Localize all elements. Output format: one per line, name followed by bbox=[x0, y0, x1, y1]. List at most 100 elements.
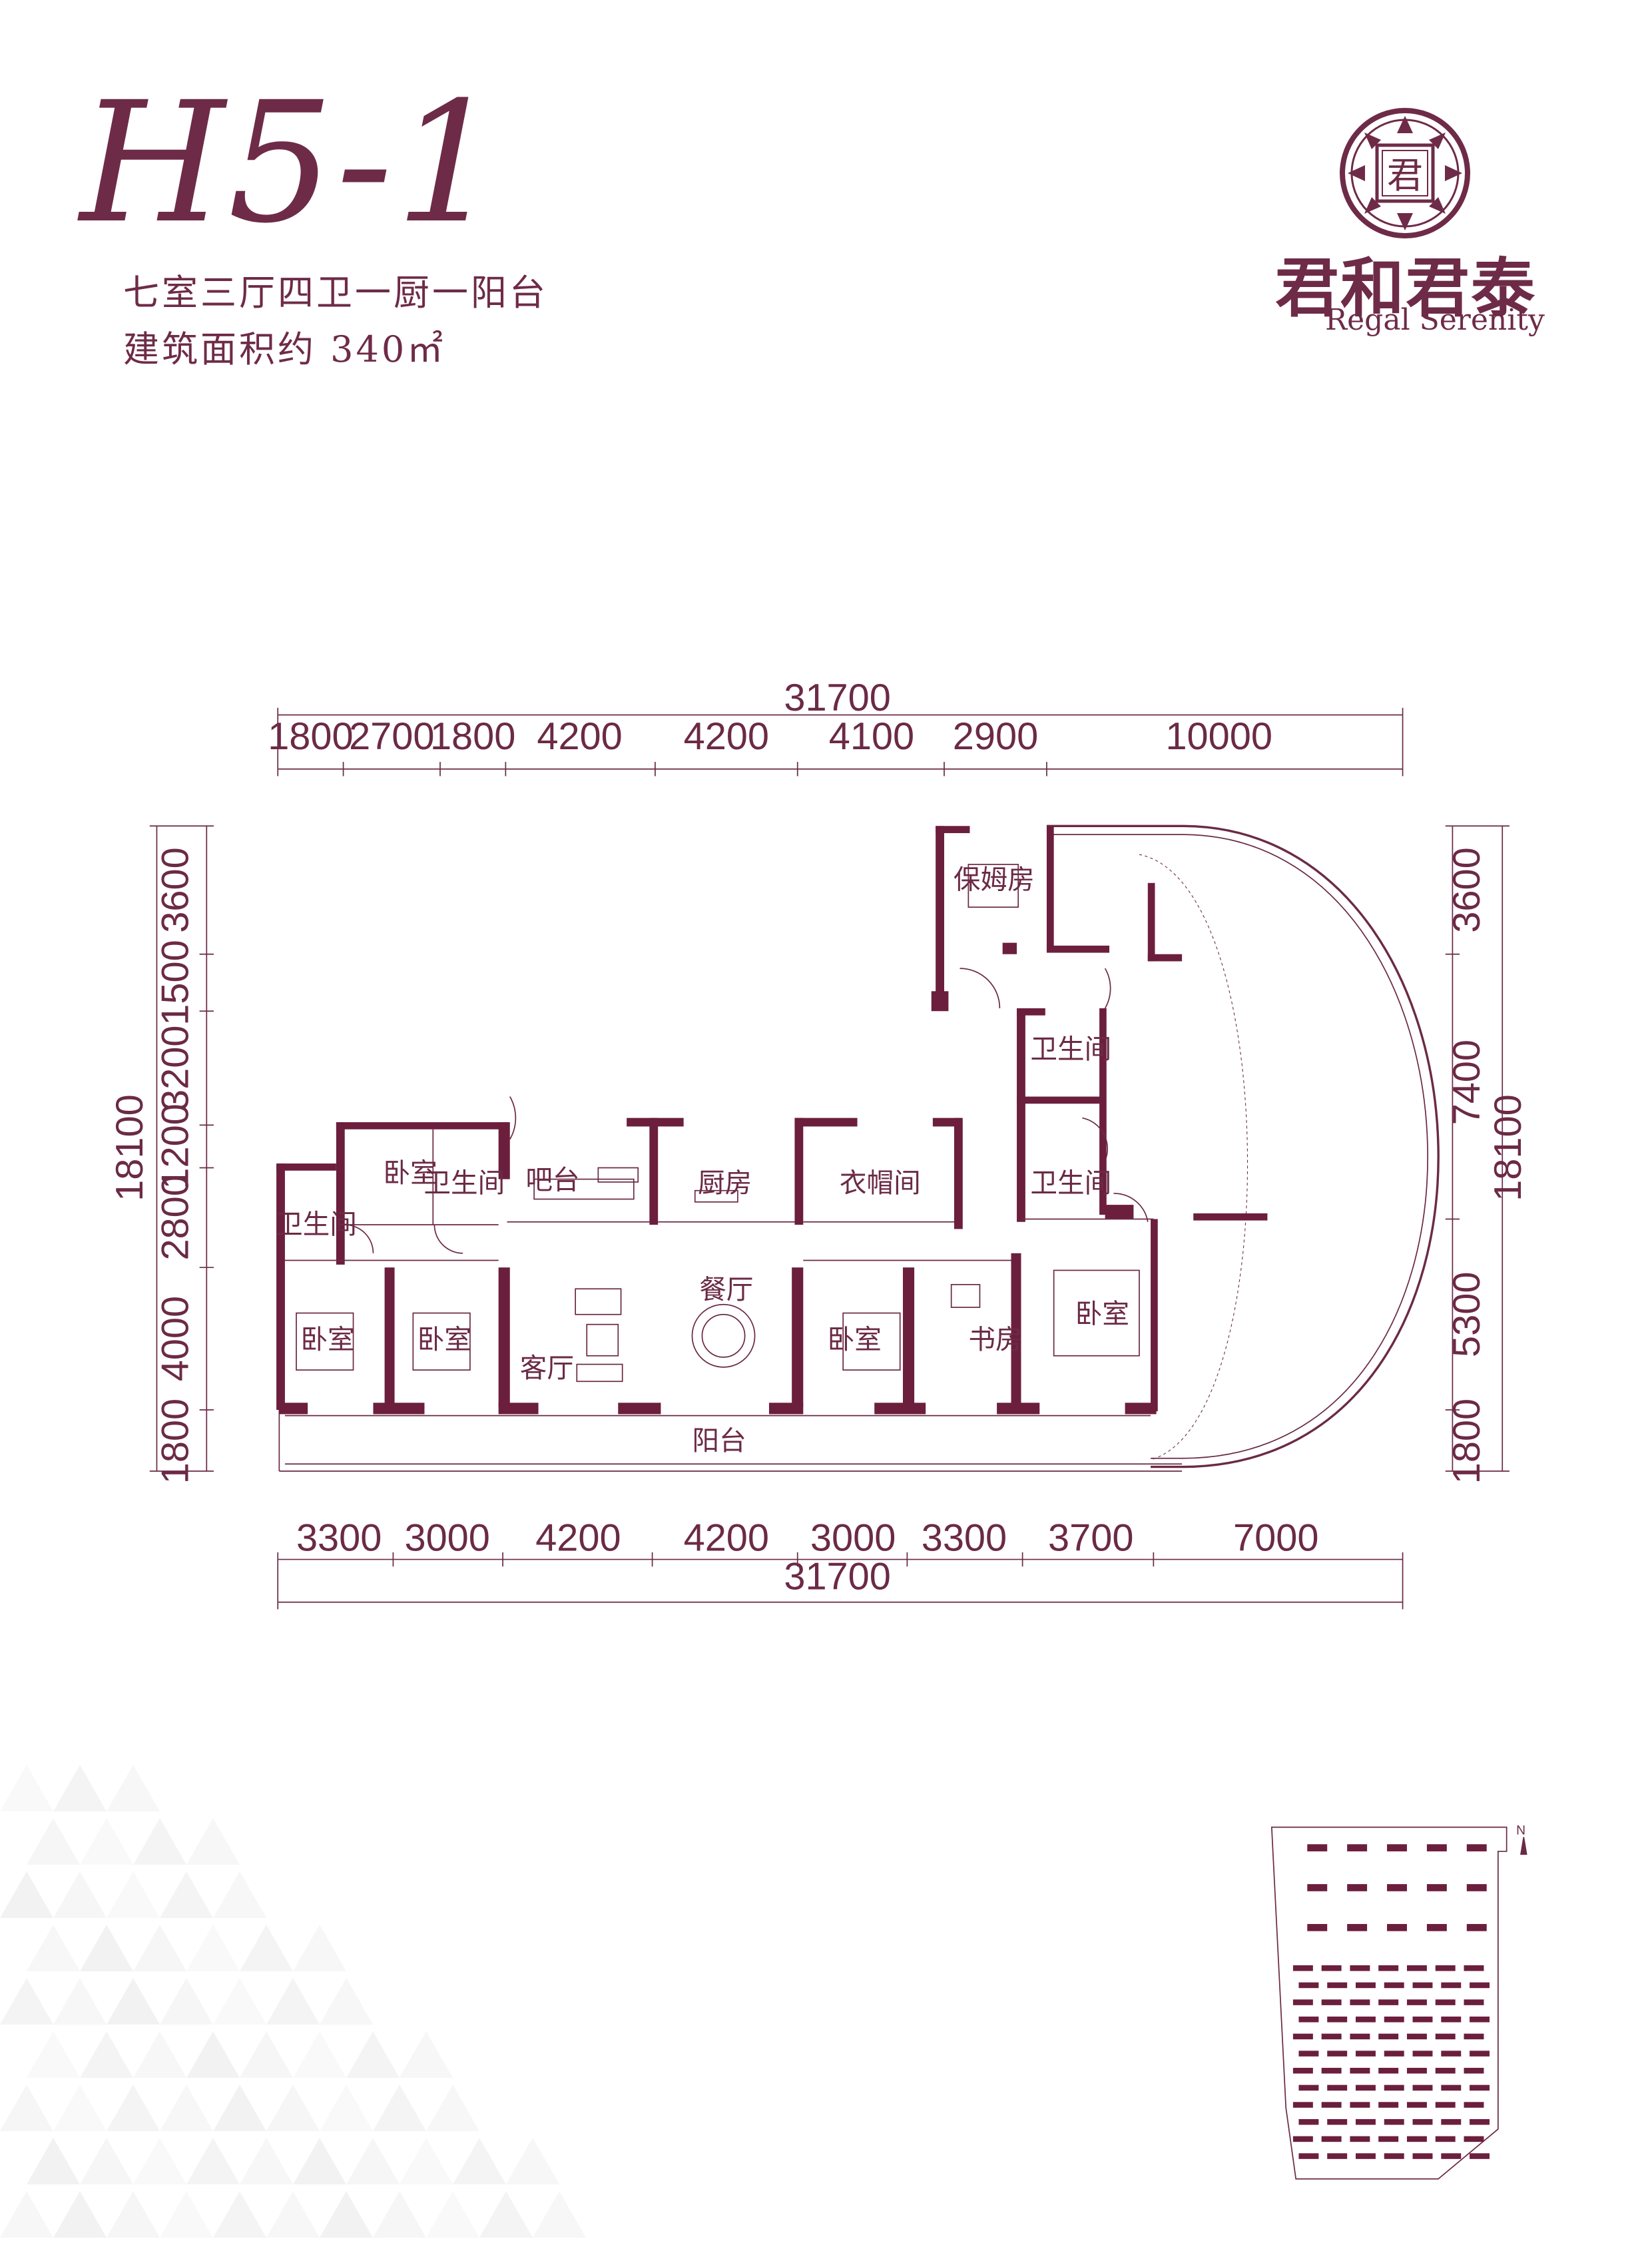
decorative-triangle bbox=[0, 1765, 53, 1811]
key-plan-building bbox=[1298, 2084, 1319, 2091]
decorative-triangle bbox=[426, 2084, 479, 2131]
room-label-bedroom: 卧室 bbox=[300, 1323, 354, 1355]
decorative-triangle bbox=[453, 2138, 506, 2184]
key-plan-building bbox=[1441, 2084, 1462, 2091]
left-dimension: 1500 bbox=[154, 940, 196, 1025]
decorative-triangle bbox=[107, 2191, 160, 2238]
brand-name-en: Regal Serenity bbox=[1325, 303, 1545, 337]
decorative-triangle bbox=[186, 1925, 240, 1971]
room-label-nanny: 保姆房 bbox=[954, 863, 1035, 895]
decorative-triangle bbox=[0, 2084, 53, 2131]
decorative-triangle bbox=[80, 2138, 133, 2184]
key-plan-building bbox=[1387, 1884, 1407, 1891]
bottom-dimension: 3300 bbox=[922, 1517, 1007, 1560]
key-plan-building bbox=[1378, 2102, 1399, 2108]
key-plan-building bbox=[1441, 2016, 1462, 2023]
decorative-triangle bbox=[133, 2138, 186, 2184]
decorative-triangle bbox=[346, 2138, 400, 2184]
key-plan-building bbox=[1406, 1999, 1427, 2005]
decorative-triangle bbox=[213, 1978, 266, 2025]
room-label-bar: 吧台 bbox=[525, 1164, 579, 1196]
left-dimension: 1800 bbox=[154, 1399, 196, 1484]
decorative-triangle bbox=[240, 2031, 293, 2078]
key-plan-building bbox=[1292, 2067, 1313, 2074]
room-label-dining: 餐厅 bbox=[699, 1273, 753, 1305]
key-plan-building bbox=[1470, 2084, 1490, 2091]
room-label-bedroom: 卧室 bbox=[828, 1323, 882, 1355]
key-plan-building bbox=[1464, 2067, 1484, 2074]
bottom-dimension: 3000 bbox=[810, 1517, 896, 1560]
key-plan-building bbox=[1464, 1965, 1484, 1971]
key-plan-building bbox=[1350, 2136, 1370, 2142]
decorative-triangle bbox=[107, 1765, 160, 1811]
decorative-triangle bbox=[107, 2084, 160, 2131]
decorative-triangle bbox=[266, 1978, 320, 2025]
key-plan-building bbox=[1441, 2153, 1462, 2159]
key-plan-building bbox=[1327, 2153, 1348, 2159]
key-plan-building bbox=[1298, 1982, 1319, 1989]
bottom-dimension-chain bbox=[277, 1552, 1404, 1610]
left-dimension: 3200 bbox=[154, 1026, 196, 1111]
key-plan-building bbox=[1464, 2136, 1484, 2142]
decorative-triangle bbox=[373, 2191, 426, 2238]
bottom-dimension: 4200 bbox=[684, 1517, 769, 1560]
left-dimension: 3600 bbox=[154, 847, 196, 932]
seal-character: 君 bbox=[1387, 155, 1423, 196]
key-plan-building bbox=[1441, 2118, 1462, 2125]
key-plan-building bbox=[1298, 2051, 1319, 2057]
key-plan-building bbox=[1292, 2102, 1313, 2108]
key-plan-building bbox=[1387, 1844, 1407, 1851]
bottom-dimension: 3000 bbox=[404, 1517, 489, 1560]
key-plan-building bbox=[1466, 1884, 1487, 1891]
unit-title: H5-1 bbox=[80, 66, 504, 260]
key-plan-building bbox=[1321, 2136, 1342, 2142]
decorative-triangle bbox=[400, 2138, 453, 2184]
key-plan-building bbox=[1350, 2033, 1370, 2040]
walls bbox=[276, 826, 1268, 1415]
decorative-triangle bbox=[293, 1925, 346, 1971]
room-label-closet: 衣帽间 bbox=[840, 1167, 921, 1199]
key-plan-building bbox=[1347, 1923, 1368, 1931]
key-plan-building bbox=[1327, 2016, 1348, 2023]
key-plan-building bbox=[1307, 1923, 1328, 1931]
key-plan-building bbox=[1355, 2153, 1376, 2159]
right-dimension: 7400 bbox=[1446, 1040, 1488, 1125]
key-plan-building bbox=[1466, 1844, 1487, 1851]
decorative-triangle bbox=[0, 2191, 53, 2238]
decorative-triangle bbox=[240, 1925, 293, 1971]
key-plan-building bbox=[1384, 2118, 1404, 2125]
key-plan-building bbox=[1412, 2051, 1433, 2057]
room-label-bedroom: 卧室 bbox=[1075, 1298, 1129, 1330]
decorative-triangle bbox=[27, 1925, 80, 1971]
key-plan-building bbox=[1435, 2033, 1456, 2040]
key-plan-building bbox=[1406, 2136, 1427, 2142]
left-dimension: 4000 bbox=[154, 1296, 196, 1381]
decorative-triangle bbox=[320, 2191, 373, 2238]
top-dimension: 2700 bbox=[349, 715, 434, 758]
key-plan-building bbox=[1470, 2016, 1490, 2023]
key-plan-building bbox=[1350, 2102, 1370, 2108]
brand-name-cn: 君和君泰 bbox=[1275, 250, 1536, 326]
key-plan-building bbox=[1298, 2153, 1319, 2159]
key-plan-building bbox=[1378, 2033, 1399, 2040]
key-plan-building bbox=[1321, 2033, 1342, 2040]
area-description: 建筑面积约 340㎡ bbox=[123, 328, 446, 370]
key-plan-building bbox=[1466, 1923, 1487, 1931]
decorative-triangle bbox=[426, 2191, 479, 2238]
decorative-triangle bbox=[346, 2031, 400, 2078]
right-dimension: 3600 bbox=[1446, 847, 1488, 932]
key-plan-building bbox=[1350, 1999, 1370, 2005]
top-total-dimension: 31700 bbox=[784, 677, 891, 719]
top-dimension: 4200 bbox=[537, 715, 622, 758]
top-dimension: 1800 bbox=[268, 715, 353, 758]
key-plan-building bbox=[1347, 1844, 1368, 1851]
thin-partitions bbox=[284, 864, 1154, 1383]
right-dimension: 5300 bbox=[1446, 1272, 1488, 1357]
top-dimension: 2900 bbox=[953, 715, 1038, 758]
bottom-dimension: 3700 bbox=[1048, 1517, 1133, 1560]
key-plan-building bbox=[1384, 2084, 1404, 2091]
key-plan-building bbox=[1321, 2067, 1342, 2074]
decorative-triangle bbox=[53, 2084, 107, 2131]
key-plan-building bbox=[1406, 2033, 1427, 2040]
bottom-total-dimension: 31700 bbox=[784, 1555, 891, 1598]
